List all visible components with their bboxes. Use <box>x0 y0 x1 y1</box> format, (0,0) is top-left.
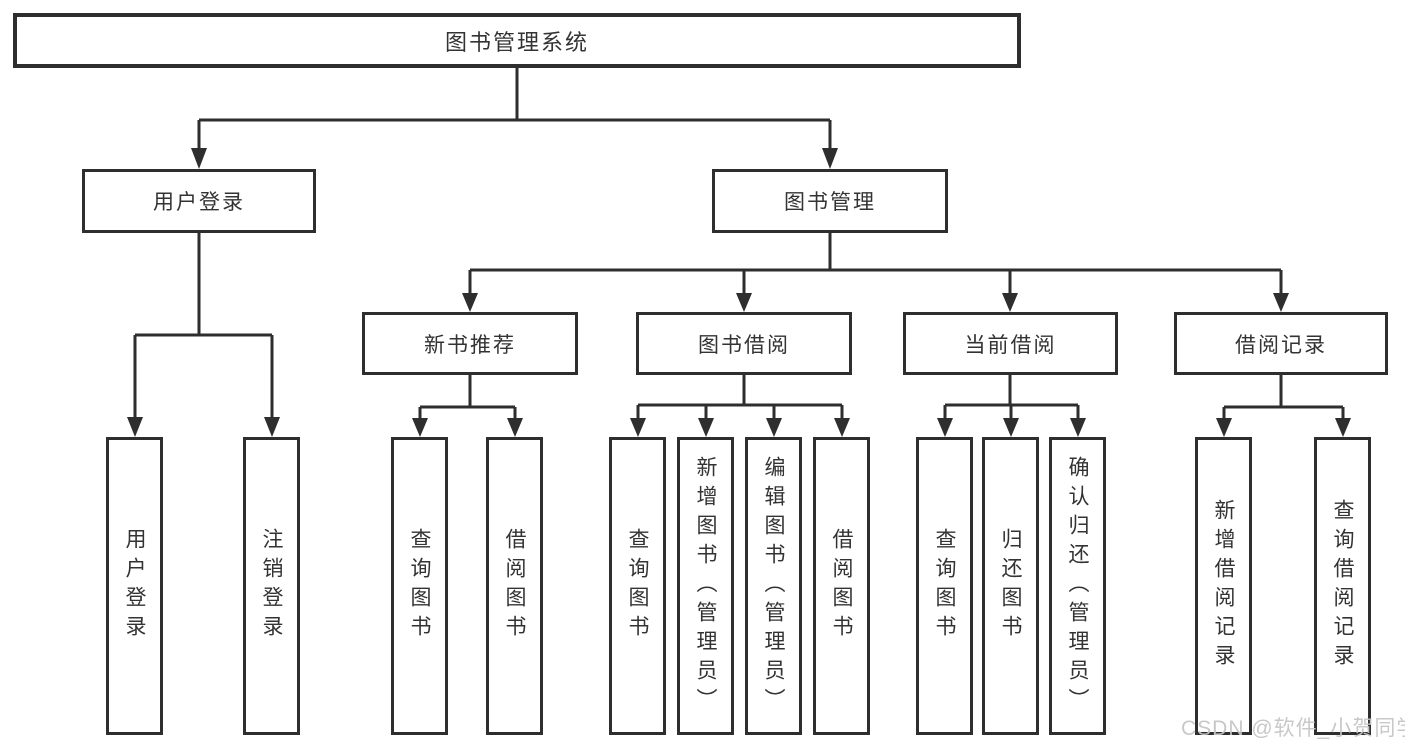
node-leaf-query-borrow-record: 查询借阅记录 <box>1314 437 1371 735</box>
node-new-book-recommend: 新书推荐 <box>362 312 578 375</box>
node-label: 借阅记录 <box>1235 333 1327 357</box>
node-leaf-edit-book-admin: 编辑图书（管理员） <box>745 437 802 735</box>
node-label: 归还图书 <box>999 528 1022 644</box>
node-label: 确认归还（管理员） <box>1066 455 1089 717</box>
node-leaf-confirm-return-admin: 确认归还（管理员） <box>1049 437 1106 735</box>
node-leaf-return-book: 归还图书 <box>982 437 1039 735</box>
node-leaf-query-book-2: 查询图书 <box>609 437 666 735</box>
node-leaf-query-book-1: 查询图书 <box>391 437 448 735</box>
node-label: 图书管理系统 <box>444 29 589 55</box>
node-leaf-borrow-book-1: 借阅图书 <box>486 437 543 735</box>
node-book-borrow: 图书借阅 <box>636 312 852 375</box>
node-leaf-logout: 注销登录 <box>243 437 300 735</box>
node-leaf-borrow-book-2: 借阅图书 <box>813 437 870 735</box>
node-leaf-user-login: 用户登录 <box>106 437 163 735</box>
node-label: 新增借阅记录 <box>1212 499 1235 673</box>
node-label: 查询借阅记录 <box>1331 499 1354 673</box>
node-label: 用户登录 <box>123 528 146 644</box>
node-label: 图书借阅 <box>698 333 790 357</box>
node-label: 用户登录 <box>153 191 245 214</box>
node-leaf-query-book-3: 查询图书 <box>916 437 973 735</box>
node-leaf-add-borrow-record: 新增借阅记录 <box>1195 437 1252 735</box>
node-label: 查询图书 <box>626 528 649 644</box>
node-current-borrow: 当前借阅 <box>903 312 1118 375</box>
node-book-management: 图书管理 <box>712 169 948 233</box>
node-leaf-add-book-admin: 新增图书（管理员） <box>677 437 734 735</box>
node-label: 注销登录 <box>260 528 283 644</box>
node-label: 借阅图书 <box>503 528 526 644</box>
node-label: 查询图书 <box>933 528 956 644</box>
node-label: 借阅图书 <box>830 528 853 644</box>
node-label: 查询图书 <box>408 528 431 644</box>
node-label: 当前借阅 <box>964 333 1057 357</box>
node-label: 新书推荐 <box>424 333 516 357</box>
node-user-login: 用户登录 <box>82 169 316 233</box>
node-label: 新增图书（管理员） <box>694 455 717 717</box>
node-borrow-record: 借阅记录 <box>1174 312 1388 375</box>
node-label: 图书管理 <box>784 191 876 214</box>
node-label: 编辑图书（管理员） <box>762 455 785 717</box>
node-library-management-system: 图书管理系统 <box>13 13 1021 68</box>
